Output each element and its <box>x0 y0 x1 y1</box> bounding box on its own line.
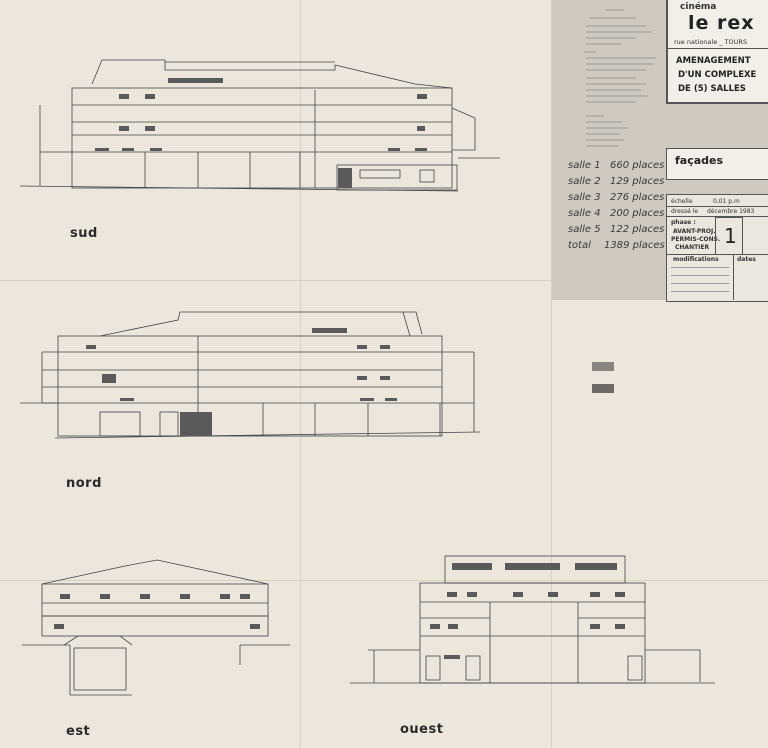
legend-swatch <box>592 384 614 393</box>
seating-count: 276 places <box>610 192 665 203</box>
seating-room: salle 1 <box>568 160 601 171</box>
view-label-est: est <box>66 724 91 739</box>
sheet-number: 1 <box>724 224 737 248</box>
date-label: dressé le <box>671 208 699 215</box>
fold-line <box>0 580 768 581</box>
seating-room: salle 3 <box>568 192 601 203</box>
scale-label: échelle <box>671 198 693 205</box>
dates-label: dates <box>737 256 756 263</box>
seating-count: 122 places <box>610 224 665 235</box>
seating-count: 200 places <box>610 208 665 219</box>
sheet-title: façades <box>675 154 724 167</box>
drawing-metadata-box: échelle 0,01 p.m dressé le décembre 1983… <box>666 194 768 302</box>
legend-swatch <box>592 362 614 371</box>
project-line: D'UN COMPLEXE <box>678 70 757 80</box>
fold-line <box>0 280 768 281</box>
cinema-label: cinéma <box>680 2 717 12</box>
phase-item: CHANTIER <box>675 244 710 251</box>
project-line: AMENAGEMENT <box>676 56 751 66</box>
project-title-box: cinéma le rex rue nationale _ TOURS AMEN… <box>666 0 768 104</box>
program-listing <box>584 9 656 103</box>
view-label-ouest: ouest <box>400 722 444 737</box>
seating-room: salle 2 <box>568 176 601 187</box>
fold-line <box>551 0 552 748</box>
seating-room: salle 5 <box>568 224 601 235</box>
phase-item: AVANT-PROJ. <box>673 228 716 235</box>
scale-value: 0,01 p.m <box>713 198 740 205</box>
project-line: DE (5) SALLES <box>678 84 746 94</box>
phase-label: phase : <box>671 219 696 226</box>
seating-room: total <box>568 240 591 251</box>
address: rue nationale _ TOURS <box>674 38 748 46</box>
view-label-nord: nord <box>66 476 102 491</box>
seating-room: salle 4 <box>568 208 601 219</box>
sheet-number-box: 1 <box>715 217 743 255</box>
seating-count: 660 places <box>610 160 665 171</box>
seating-total: 1389 places <box>604 240 665 251</box>
fold-line <box>300 0 301 748</box>
cinema-name: le rex <box>688 12 755 34</box>
program-listing <box>586 115 628 147</box>
view-label-sud: sud <box>70 226 98 241</box>
seating-count: 129 places <box>610 176 665 187</box>
sheet-title-box: façades <box>666 148 768 180</box>
phase-item: PERMIS-CONS. <box>671 236 721 243</box>
modifications-label: modifications <box>673 256 719 263</box>
date-value: décembre 1983 <box>707 208 755 215</box>
